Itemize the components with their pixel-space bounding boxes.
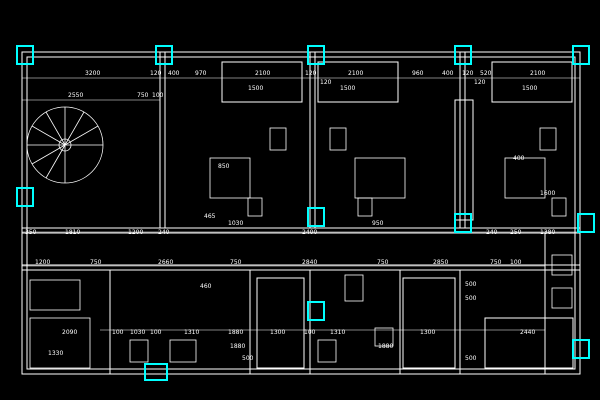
dim-mid-1: 350 <box>25 229 37 236</box>
dim-top-12: 2100 <box>530 70 545 77</box>
column <box>155 45 173 65</box>
dim-low-12: 460 <box>200 283 212 290</box>
dim-upper-6: 1500 <box>522 85 537 92</box>
column <box>307 301 325 321</box>
column <box>307 45 325 65</box>
dim-mid-11: 1030 <box>228 220 243 227</box>
dim-mid-14: 465 <box>204 213 216 220</box>
dim-low-2: 100 <box>112 329 124 336</box>
dim-mid-10: 400 <box>513 155 525 162</box>
dim-corr-8: 750 <box>490 259 502 266</box>
dim-low-15: 1880 <box>378 343 393 350</box>
interior-walls <box>22 52 580 374</box>
dim-upper-4: 1500 <box>248 85 263 92</box>
dim-top-8: 960 <box>412 70 424 77</box>
dim-corr-5: 2840 <box>302 259 317 266</box>
dim-low-19: 1330 <box>48 350 63 357</box>
dim-low-10: 1300 <box>420 329 435 336</box>
dim-top-5: 2100 <box>255 70 270 77</box>
dim-upper-8: 120 <box>474 79 486 86</box>
dim-low-16: 1880 <box>230 343 245 350</box>
dim-top-1: 3200 <box>85 70 100 77</box>
bathroom-fixtures <box>29 127 573 369</box>
dim-low-3: 1030 <box>130 329 145 336</box>
dim-mid-6: 240 <box>486 229 498 236</box>
dim-upper-7: 120 <box>320 79 332 86</box>
dim-top-6: 120 <box>305 70 317 77</box>
dim-mid-3: 1200 <box>128 229 143 236</box>
dim-upper-1: 2550 <box>68 92 83 99</box>
dim-corr-2: 750 <box>90 259 102 266</box>
column <box>454 213 472 233</box>
column <box>454 45 472 65</box>
dim-top-10: 120 <box>462 70 474 77</box>
dim-low-5: 1310 <box>184 329 199 336</box>
dim-top-4: 970 <box>195 70 207 77</box>
dim-corr-9: 100 <box>510 259 522 266</box>
structural-columns <box>16 45 595 381</box>
dim-low-11: 2440 <box>520 329 535 336</box>
column <box>144 363 168 381</box>
column <box>572 45 590 65</box>
dim-upper-3: 100 <box>152 92 164 99</box>
dim-low-9: 1310 <box>330 329 345 336</box>
dim-corr-1: 1200 <box>35 259 50 266</box>
dim-top-9: 400 <box>442 70 454 77</box>
dim-low-8: 100 <box>304 329 316 336</box>
dim-low-18: 500 <box>465 355 477 362</box>
dim-corr-3: 2660 <box>158 259 173 266</box>
dim-upper-5: 1500 <box>340 85 355 92</box>
dim-low-6: 1880 <box>228 329 243 336</box>
dim-corr-7: 2850 <box>433 259 448 266</box>
dim-mid-9: 850 <box>218 163 230 170</box>
column <box>572 339 590 359</box>
dimension-lines <box>22 77 580 331</box>
dim-mid-4: 240 <box>158 229 170 236</box>
dim-low-14: 500 <box>465 295 477 302</box>
dim-low-7: 1300 <box>270 329 285 336</box>
column <box>16 187 34 207</box>
dim-corr-4: 750 <box>230 259 242 266</box>
outer-walls <box>21 51 581 375</box>
spiral-staircase <box>26 106 104 184</box>
dim-top-3: 400 <box>168 70 180 77</box>
dim-low-4: 100 <box>150 329 162 336</box>
column <box>16 45 34 65</box>
dim-corr-6: 750 <box>377 259 389 266</box>
dim-mid-7: 250 <box>510 229 522 236</box>
dim-mid-13: 1600 <box>540 190 555 197</box>
dim-mid-12: 950 <box>372 220 384 227</box>
dim-top-2: 120 <box>150 70 162 77</box>
dim-low-13: 500 <box>465 281 477 288</box>
column <box>577 213 595 233</box>
dim-mid-8: 1380 <box>540 229 555 236</box>
dim-low-17: 500 <box>242 355 254 362</box>
dim-top-11: 520 <box>480 70 492 77</box>
dim-low-1: 2090 <box>62 329 77 336</box>
dim-upper-2: 750 <box>137 92 149 99</box>
dim-mid-2: 1810 <box>65 229 80 236</box>
dim-mid-5: 2400 <box>302 229 317 236</box>
column <box>307 207 325 227</box>
dimension-labels: 3200 120 400 970 2100 120 2100 960 400 1… <box>25 70 555 362</box>
dim-top-7: 2100 <box>348 70 363 77</box>
